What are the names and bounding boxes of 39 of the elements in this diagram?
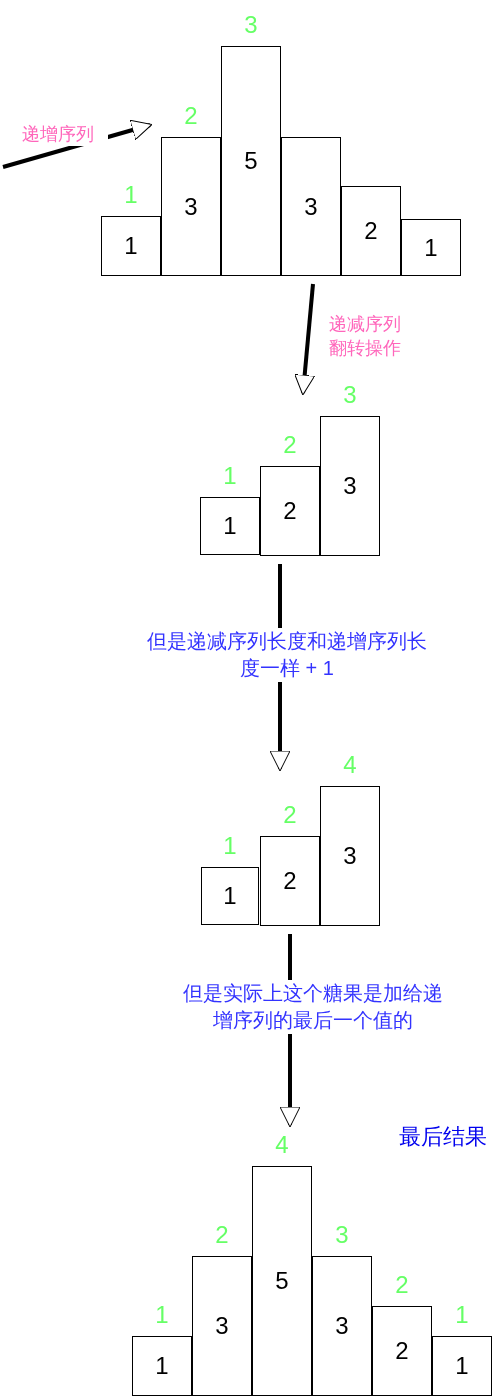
bar-value: 3: [343, 472, 357, 500]
candy-count: 1: [154, 1301, 170, 1329]
candy-count: 4: [342, 751, 358, 779]
bar-value: 2: [364, 217, 378, 245]
bar-value: 5: [275, 1267, 289, 1295]
candy-count: 3: [243, 11, 259, 39]
bar-box: [401, 219, 461, 276]
bar-value: 3: [335, 1312, 349, 1340]
bar-value: 2: [395, 1337, 409, 1365]
bar-value: 1: [455, 1352, 469, 1380]
bar-value: 2: [283, 497, 297, 525]
bar-value: 1: [424, 233, 438, 262]
edge-label: 递减序列翻转操作: [328, 312, 402, 360]
candy-count: 1: [123, 181, 139, 209]
candy-count: 1: [454, 1301, 470, 1329]
candy-count: 1: [222, 832, 238, 860]
candy-count: 3: [342, 381, 358, 409]
bar-value: 2: [283, 867, 297, 895]
bar-value: 1: [223, 882, 237, 910]
bar-value: 1: [223, 512, 237, 540]
bar-value: 1: [155, 1352, 169, 1380]
bar-value: 3: [304, 192, 318, 221]
arrow: [294, 283, 316, 396]
bar-value: 3: [343, 842, 357, 870]
candy-count: 2: [282, 801, 298, 829]
result-heading: 最后结果: [398, 1123, 488, 1151]
candy-count: 3: [334, 1221, 350, 1249]
candy-count: 2: [394, 1271, 410, 1299]
bar-box: [281, 137, 341, 276]
candy-count: 2: [282, 431, 298, 459]
bar-value: 3: [184, 192, 198, 221]
bar-box: [341, 186, 401, 276]
candy-count: 2: [214, 1221, 230, 1249]
candy-count: 2: [183, 102, 199, 130]
candy-count: 4: [274, 1131, 290, 1159]
bar-value: 5: [244, 147, 258, 175]
bar-value: 3: [215, 1312, 229, 1340]
bar-value: 1: [124, 232, 138, 260]
candy-count: 1: [222, 462, 238, 490]
